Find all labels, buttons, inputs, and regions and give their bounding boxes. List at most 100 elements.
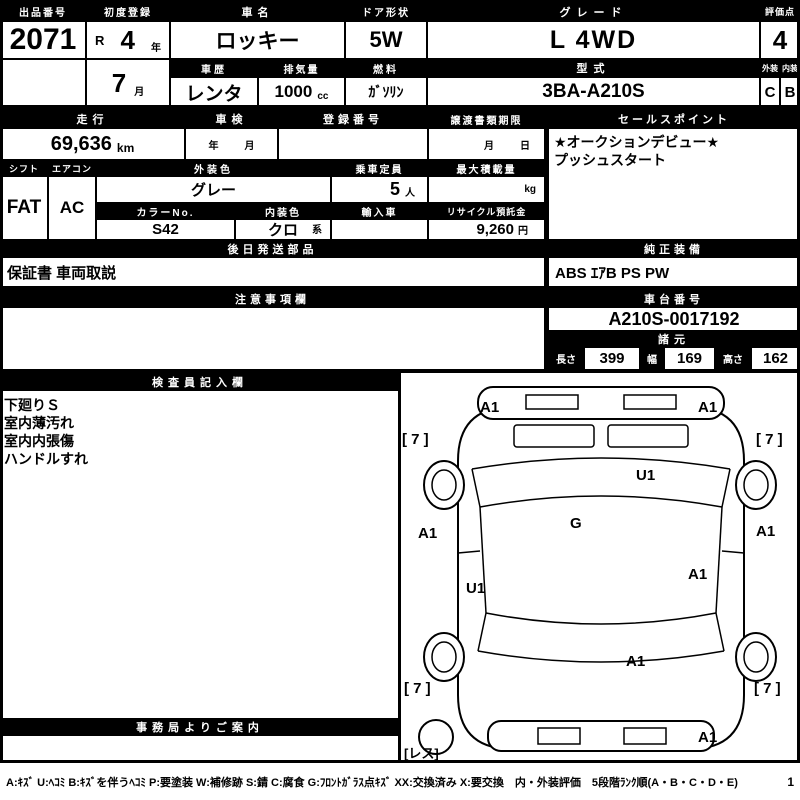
displacement-value-cell: 1000 cc	[258, 77, 345, 107]
car-name-value: ロッキー	[170, 21, 345, 59]
border-top	[0, 0, 800, 3]
history-header: 車歴	[170, 59, 258, 77]
sales-points-body: ★オークションデビュー★ プッシュスタート	[548, 128, 800, 240]
score-value: 4	[760, 21, 800, 59]
model-code-value: 3BA-A210S	[427, 77, 760, 107]
later-parts-value: 保証書 車両取説	[0, 257, 545, 287]
legend-row: A:ｷｽﾞ U:ﾍｺﾐ B:ｷｽﾞを伴うﾍｺﾐ P:要塗装 W:補修跡 S:錆 …	[0, 763, 800, 800]
inspection-month-unit: 月	[244, 140, 255, 152]
damage-marker-right-mid: A1	[688, 566, 708, 583]
capacity-unit: 人	[405, 188, 415, 199]
displacement-value: 1000	[274, 82, 313, 101]
grade-value: L 4WD	[427, 21, 760, 59]
import-car-value	[331, 219, 428, 240]
door-shape-value: 5W	[345, 21, 427, 59]
capacity-value: 5	[389, 179, 400, 199]
max-load-value-cell: kg	[428, 176, 545, 203]
border-right	[797, 0, 800, 763]
car-diagram: A1 A1 [ 7 ] [ 7 ] U1 G A1 A1 A1 U1 A1 [ …	[400, 373, 800, 762]
interior-color-value: クロ	[267, 222, 298, 239]
separator-notes-diagram	[398, 373, 401, 762]
lot-number-empty-cell	[0, 59, 86, 107]
displacement-header: 排気量	[258, 59, 345, 77]
chassis-number-header: 車台番号	[548, 290, 800, 307]
later-parts-header: 後日発送部品	[0, 240, 545, 257]
exterior-grade-header: 外装	[760, 59, 780, 77]
inspector-header: 検査員記入欄	[0, 373, 400, 391]
sales-point-line: プッシュスタート	[554, 152, 666, 168]
height-label: 高さ	[715, 347, 751, 370]
transfer-deadline-header: 譲渡書類期限	[428, 110, 545, 128]
year-unit: 年	[150, 43, 161, 54]
import-car-header: 輸入車	[331, 203, 428, 219]
damage-marker-left-side: A1	[418, 525, 438, 542]
exterior-color-header: 外装色	[96, 160, 331, 176]
inspector-note-line: ハンドルすれ	[4, 451, 88, 467]
genuine-equipment-value: ABS ｴｱB PS PW	[548, 257, 800, 287]
door-shape-header: ドア形状	[345, 2, 427, 21]
aircon-value: AC	[48, 176, 96, 240]
inspector-notes: 下廻りＳ 室内薄汚れ 室内内張傷 ハンドルすれ	[0, 391, 398, 718]
first-registration-month: 7	[111, 67, 127, 98]
mileage-value-cell: 69,636 km	[0, 128, 185, 160]
border-left	[0, 0, 3, 763]
recycle-deposit-unit: 円	[518, 226, 528, 237]
model-code-header: 型式	[427, 59, 760, 77]
inspector-note-line: 室内薄汚れ	[4, 415, 74, 431]
displacement-unit: cc	[317, 91, 329, 102]
score-header: 評価点	[760, 2, 800, 21]
wheel-grade-rear-right: [ 7 ]	[754, 680, 781, 697]
inspection-value-cell: 年 月	[185, 128, 278, 160]
recycle-deposit-header: リサイクル預託金	[428, 203, 545, 219]
mileage-header: 走行	[0, 110, 185, 128]
registration-number-header: 登録番号	[278, 110, 428, 128]
first-registration-header: 初度登録	[86, 2, 170, 21]
mileage-value: 69,636	[50, 132, 112, 155]
capacity-header: 乗車定員	[331, 160, 428, 176]
transfer-month-unit: 月	[484, 140, 494, 152]
damage-marker-right-side: A1	[756, 523, 776, 540]
recycle-deposit-value-cell: 9,260 円	[428, 219, 545, 240]
car-outline-drawing	[418, 386, 777, 755]
grade-header: グレード	[427, 2, 760, 21]
first-registration-year-cell: R 4 年	[86, 21, 170, 59]
length-label: 長さ	[548, 347, 584, 370]
separator-columns	[545, 108, 548, 370]
wheel-grade-rear-left: [ 7 ]	[404, 680, 431, 697]
lot-number-value: 2071	[0, 21, 86, 59]
genuine-equipment-header: 純正装備	[548, 240, 800, 257]
lot-number-header: 出品番号	[0, 2, 86, 21]
mileage-unit: km	[116, 141, 135, 155]
caution-header: 注意事項欄	[0, 290, 545, 307]
capacity-value-cell: 5 人	[331, 176, 428, 203]
first-registration-month-cell: 7 月	[86, 59, 170, 107]
border-bottom	[0, 760, 800, 763]
interior-color-unit: 系	[312, 225, 322, 236]
inspection-year-unit: 年	[208, 140, 219, 152]
exterior-color-value: グレー	[96, 176, 331, 203]
width-value: 169	[664, 347, 715, 370]
dimensions-header: 諸元	[548, 331, 800, 347]
car-name-header: 車名	[170, 2, 345, 21]
first-registration-year: 4	[120, 24, 135, 55]
office-header: 事務局よりご案内	[0, 718, 400, 736]
chassis-number-value: A210S-0017192	[548, 307, 800, 331]
spare-tire-status: [レス]	[404, 746, 439, 761]
damage-marker-front-right: A1	[698, 399, 718, 416]
width-label: 幅	[640, 347, 664, 370]
damage-marker-front-glass: G	[570, 515, 582, 532]
shift-header: シフト	[0, 160, 48, 176]
color-number-header: カラーNo.	[96, 203, 235, 219]
wheel-grade-front-right: [ 7 ]	[756, 431, 783, 448]
sales-points-header: セールスポイント	[548, 110, 800, 128]
caution-body	[0, 307, 545, 370]
length-value: 399	[584, 347, 640, 370]
month-unit: 月	[134, 87, 145, 98]
color-number-value: S42	[96, 219, 235, 240]
registration-number-value	[278, 128, 428, 160]
separator-a-b	[0, 105, 800, 110]
damage-marker-rear-right: A1	[698, 729, 718, 746]
max-load-unit: kg	[524, 184, 536, 195]
recycle-deposit-value: 9,260	[476, 221, 514, 238]
inspector-note-line: 下廻りＳ	[4, 397, 60, 413]
